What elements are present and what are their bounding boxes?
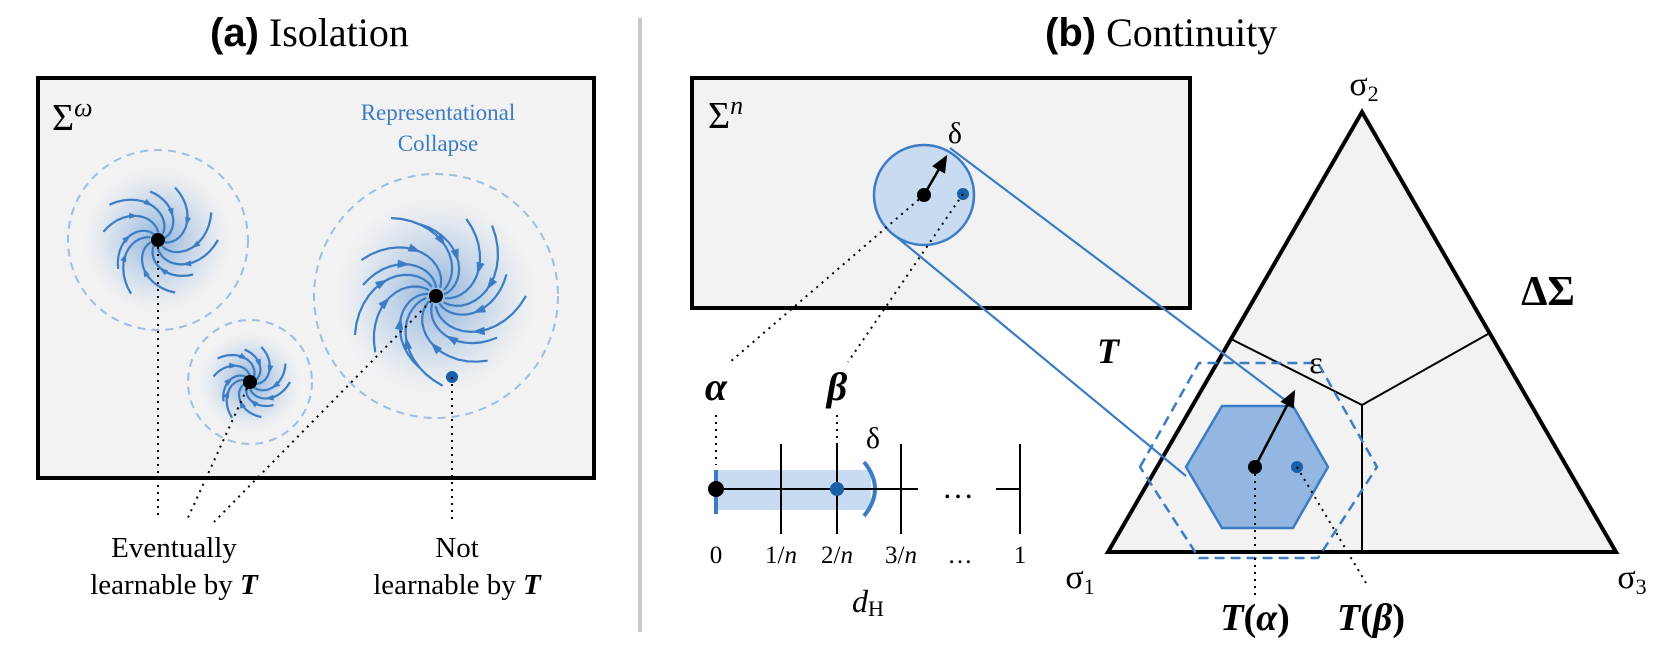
flow-line	[360, 246, 443, 288]
flow-line	[109, 198, 166, 235]
panel-a-title: (a) Isolation	[210, 10, 409, 55]
flow-arrowhead	[374, 279, 388, 290]
flow-line	[421, 300, 488, 363]
flow-arrowhead	[264, 394, 274, 401]
sigma1-label: σ1	[1065, 559, 1094, 599]
not-line-2: learnable by T	[373, 569, 542, 601]
flow-arrowhead	[434, 233, 446, 247]
delta-sigma-label: ΔΣ	[1521, 269, 1575, 315]
beta-on-axis	[830, 482, 844, 496]
flow-arrowhead	[167, 207, 174, 218]
flow-arrowhead	[450, 248, 459, 262]
beta-label: β	[825, 364, 848, 409]
tick-label-3n: 3/n	[885, 542, 917, 569]
panel-b-connectors	[715, 193, 1367, 600]
flow-line	[444, 218, 482, 300]
sigma2-label: σ2	[1349, 66, 1378, 106]
collapse-label-1: Representational	[361, 100, 516, 125]
T-label: T	[1097, 331, 1121, 371]
flow-arrowhead	[430, 342, 443, 355]
flow-arrowhead	[476, 261, 485, 275]
panel-b-title: (b) Continuity	[1045, 10, 1277, 55]
flow-line	[164, 186, 189, 244]
flow-arrowhead	[271, 380, 281, 389]
flow-arrowhead	[255, 358, 261, 369]
sigma-n-label: Σn	[708, 91, 743, 137]
flow-arrowhead	[223, 389, 230, 399]
flow-arrowhead	[143, 198, 153, 207]
epsilon-label: ε	[1309, 344, 1322, 380]
flow-line	[390, 216, 454, 291]
flow-arrowhead	[249, 399, 259, 408]
epsilon-radius-arrow	[1253, 389, 1296, 468]
tick-label-1n: 1/n	[765, 542, 797, 569]
hamming-distance-label: dH	[852, 583, 884, 621]
flow-arrowhead	[129, 212, 139, 219]
flow-arrowhead	[397, 259, 411, 268]
alpha-label: α	[705, 364, 728, 409]
flow-arrowhead	[238, 352, 248, 360]
flow-arrowhead	[122, 234, 131, 244]
flow-arrowhead	[191, 240, 201, 249]
sigma-omega-label: Σω	[52, 93, 92, 139]
flow-arrowhead	[403, 336, 413, 350]
tick-label-ellipsis: …	[948, 542, 973, 569]
delta-interval-label: δ	[866, 422, 880, 455]
epsilon-neighborhood	[1138, 361, 1379, 560]
flow-arrowhead	[185, 216, 191, 227]
flow-line	[404, 296, 444, 387]
flow-arrowhead	[159, 267, 169, 276]
flow-arrowhead	[445, 335, 459, 346]
T-alpha-label: T(α)	[1220, 597, 1290, 639]
eventually-line-2: learnable by T	[90, 569, 259, 601]
sigma3-label: σ3	[1617, 559, 1646, 599]
flow-line	[161, 212, 213, 254]
flow-line	[372, 285, 430, 353]
alpha-on-axis	[708, 481, 724, 497]
flow-arrowhead	[407, 243, 421, 253]
mapping-lines	[892, 147, 1294, 477]
flow-line	[353, 273, 433, 336]
flow-arrowhead	[182, 260, 192, 267]
basin-small	[187, 319, 313, 445]
eventually-line-1: Eventually	[111, 532, 237, 564]
delta-label: δ	[948, 117, 962, 150]
flow-arrowhead	[120, 252, 127, 263]
basin-boundary	[67, 149, 249, 331]
flow-arrowhead	[486, 277, 498, 291]
basin-boundary	[313, 173, 559, 419]
basin-boundary	[187, 319, 313, 445]
tick-labels: 0 1/n 2/n 3/n … 1	[710, 542, 1027, 569]
flow-arrowhead	[378, 297, 390, 310]
flow-arrowhead	[143, 267, 150, 278]
flow-line	[443, 225, 500, 307]
tick-label-2n: 2/n	[821, 542, 853, 569]
flow-line	[434, 295, 527, 334]
flow-line	[156, 239, 219, 266]
tick-label-0: 0	[710, 542, 723, 569]
flow-arrowhead	[229, 362, 239, 369]
T-beta-label: T(β)	[1337, 597, 1405, 639]
delta-radius-arrow	[922, 154, 948, 196]
flow-arrowhead	[224, 377, 233, 386]
axis-ellipsis: …	[942, 469, 974, 505]
flow-arrowhead	[394, 317, 404, 331]
simplex-partition	[1230, 333, 1489, 552]
not-line-1: Not	[435, 532, 479, 564]
collapse-label-2: Collapse	[398, 131, 479, 156]
flow-arrowhead	[472, 304, 487, 314]
flow-line	[122, 236, 151, 295]
panel-a-connectors	[157, 240, 453, 523]
flow-arrowhead	[472, 326, 485, 336]
flow-arrowhead	[267, 364, 274, 375]
tick-label-1: 1	[1014, 542, 1027, 569]
